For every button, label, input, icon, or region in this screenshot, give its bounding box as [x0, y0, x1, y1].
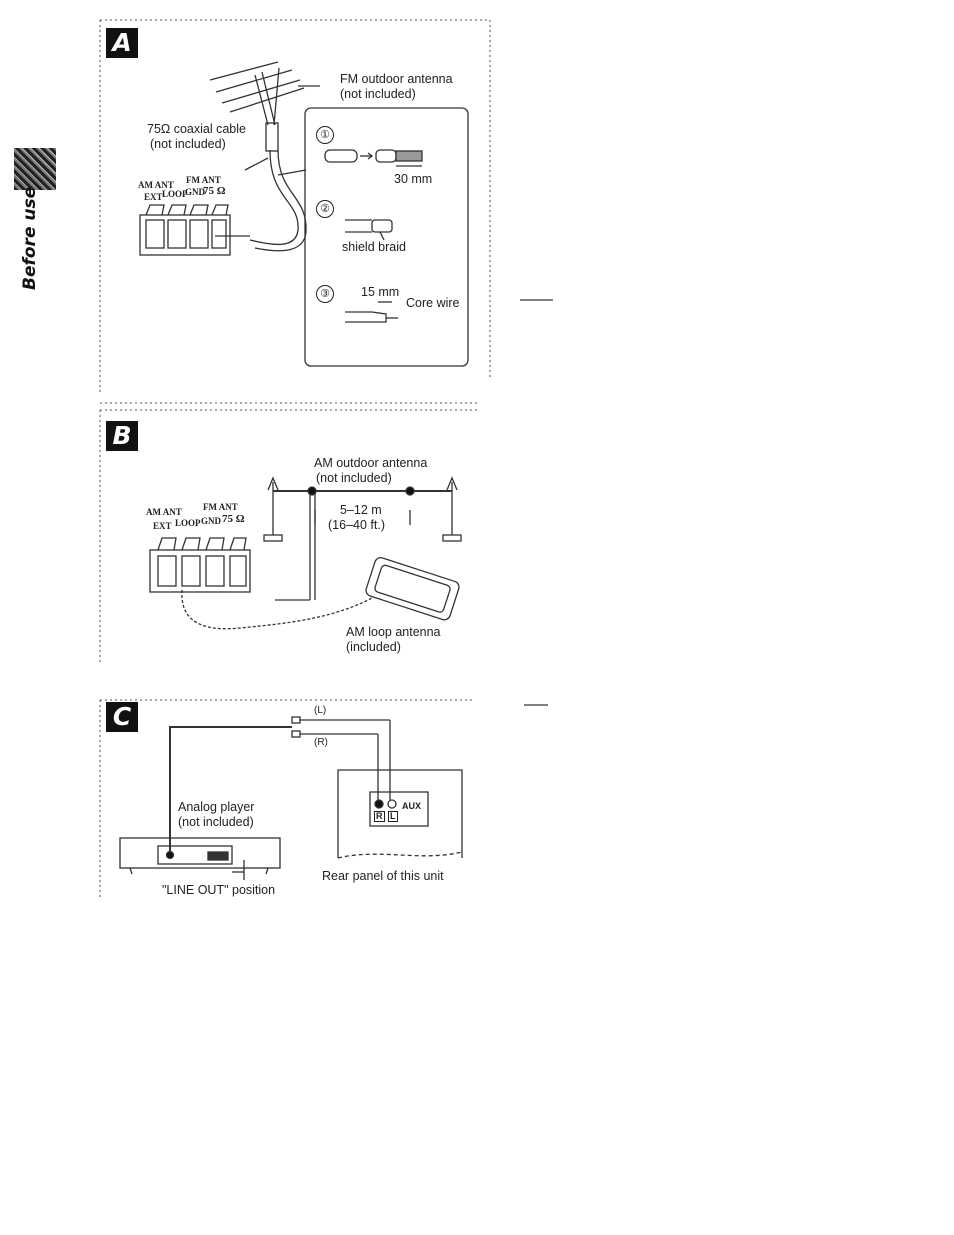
panel-a-frame [99, 19, 491, 404]
step3-marker: ③ [316, 285, 334, 303]
am-outdoor-label-2: (not included) [316, 471, 392, 485]
step1-measure: 30 mm [394, 172, 433, 186]
a-terminal-gnd: GND [185, 187, 205, 197]
step1-cable-drawing [324, 149, 423, 167]
step3-measure: 15 mm [361, 285, 400, 299]
panel-b-frame [99, 409, 478, 665]
b-terminal-gnd: GND [201, 516, 221, 526]
am-antenna-node-right [405, 486, 415, 496]
a-terminal-am-ant: AM ANT [138, 180, 174, 190]
line-out-jack-dot [165, 850, 175, 860]
fm-outdoor-antenna-drawing [209, 61, 320, 152]
b-terminal-ext: EXT [153, 521, 172, 531]
panel-a-letter: A [106, 28, 138, 58]
aux-label: AUX [402, 801, 422, 811]
section-tab-marker [14, 148, 56, 190]
b-terminal-fm-ant: FM ANT [203, 502, 238, 512]
b-terminal-75ohm: 75 Ω [222, 513, 245, 525]
aux-jack-left [387, 799, 397, 809]
a-terminal-fm-ant: FM ANT [186, 175, 221, 185]
am-outdoor-antenna-drawing [263, 476, 462, 601]
step2-marker: ② [316, 200, 334, 218]
panel-b-terminal-block [149, 537, 251, 593]
am-loop-label-2: (included) [346, 640, 401, 654]
b-terminal-loop: LOOP [175, 518, 201, 528]
span-metric: 5–12 m [340, 503, 382, 517]
a-terminal-75ohm: 75 Ω [203, 185, 226, 197]
step2-label: shield braid [342, 240, 406, 254]
am-loop-label-1: AM loop antenna [346, 625, 441, 639]
panel-b-letter: B [106, 421, 138, 451]
analog-player-drawing [119, 837, 281, 880]
am-loop-antenna-drawing [181, 557, 460, 630]
audio-cable-drawing [169, 716, 391, 855]
panel-c-letter: C [106, 702, 138, 732]
a-terminal-ext: EXT [144, 192, 163, 202]
span-imperial: (16–40 ft.) [328, 518, 385, 532]
analog-player-label-1: Analog player [178, 800, 255, 814]
b-terminal-am-ant: AM ANT [146, 507, 182, 517]
am-outdoor-label-1: AM outdoor antenna [314, 456, 428, 470]
line-out-label: "LINE OUT" position [162, 883, 276, 897]
jack-r-label: R [374, 811, 385, 822]
rear-panel-label: Rear panel of this unit [322, 869, 444, 883]
cable-prep-inset [304, 107, 469, 367]
a-terminal-loop: LOOP [162, 189, 188, 199]
channel-left-label: (L) [314, 705, 327, 716]
coaxial-cable-drawing [215, 149, 307, 252]
coax-cable-label-1: 75Ω coaxial cable [147, 122, 246, 136]
panel-a-terminal-block [139, 204, 231, 256]
jack-l-label: L [388, 811, 398, 822]
step1-marker: ① [316, 126, 334, 144]
aux-jack-right [374, 799, 384, 809]
step3-label: Core wire [406, 296, 460, 310]
panel-c-frame [99, 699, 472, 900]
step3-cable-drawing [345, 301, 398, 323]
fm-antenna-label-1: FM outdoor antenna [340, 72, 453, 86]
step2-cable-drawing [345, 219, 393, 241]
coax-cable-label-2: (not included) [150, 137, 226, 151]
am-antenna-node-left [307, 486, 317, 496]
fm-antenna-label-2: (not included) [340, 87, 416, 101]
analog-player-label-2: (not included) [178, 815, 254, 829]
channel-right-label: (R) [314, 737, 328, 748]
rear-panel-drawing [337, 769, 463, 859]
